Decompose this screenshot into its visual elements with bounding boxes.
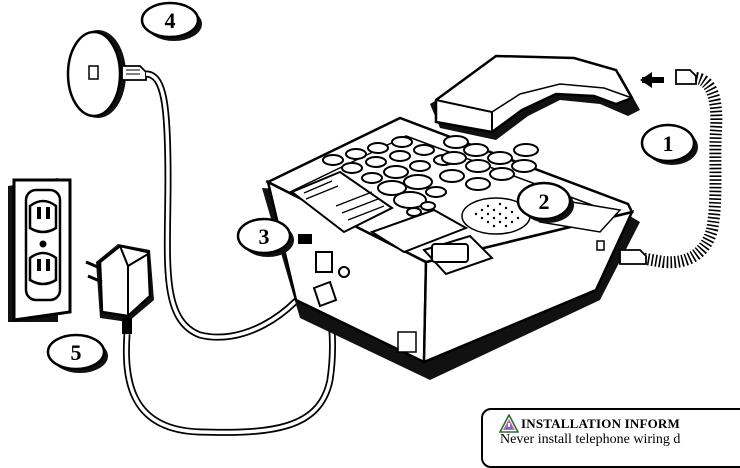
warning-triangle-icon — [499, 414, 519, 434]
callout-2-label: 2 — [539, 189, 550, 214]
notice-body: Never install telephone wiring d — [500, 432, 680, 448]
installation-notice: INSTALLATION INFORM Never install teleph… — [481, 408, 740, 468]
installation-diagram: 1 2 3 4 5 — [0, 0, 740, 448]
callout-1-label: 1 — [663, 131, 674, 156]
callout-5: 5 — [48, 335, 108, 373]
callout-5-label: 5 — [71, 340, 82, 365]
notice-header: INSTALLATION INFORM — [499, 414, 680, 434]
handset-icon — [430, 56, 640, 140]
callout-4-label: 4 — [165, 8, 176, 33]
telephone-base-icon — [262, 118, 640, 380]
callout-3-label: 3 — [259, 224, 270, 249]
notice-title: INSTALLATION INFORM — [521, 416, 680, 432]
callout-1: 1 — [642, 125, 698, 165]
electrical-outlet-icon — [8, 178, 70, 322]
wall-phone-jack-icon — [68, 30, 146, 118]
ac-power-adapter-icon — [86, 244, 154, 334]
coiled-handset-cord — [620, 70, 716, 264]
callout-4: 4 — [142, 3, 202, 41]
